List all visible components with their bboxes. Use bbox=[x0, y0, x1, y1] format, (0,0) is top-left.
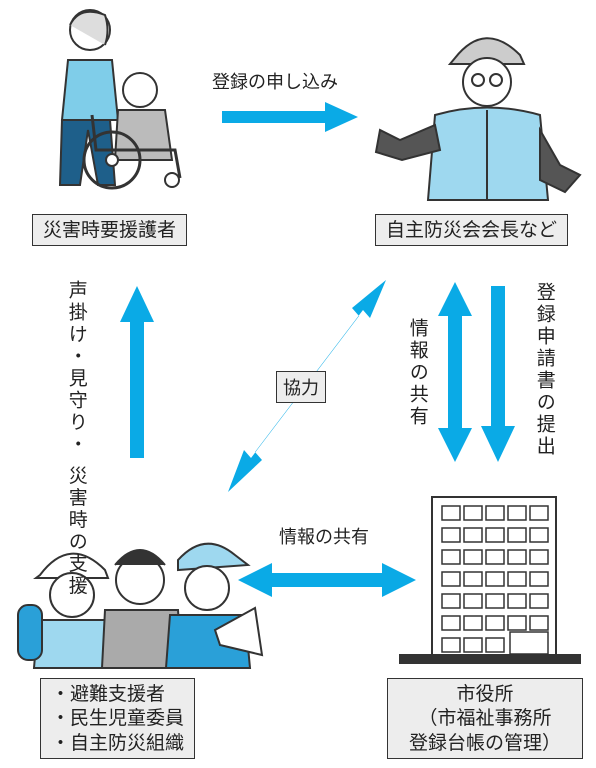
arrow-registration-request bbox=[222, 102, 358, 132]
caregiver-wheelchair-illustration bbox=[58, 9, 182, 190]
node-supporters: ・避難支援者 ・民生児童委員 ・自主防災組織 bbox=[40, 678, 196, 759]
label-registration-submit: 登録申請書の提出 bbox=[533, 282, 556, 458]
label-info-share-horizontal: 情報の共有 bbox=[279, 527, 369, 548]
supporters-illustration bbox=[17, 542, 264, 669]
label-info-share-vertical: 情報の共有 bbox=[406, 318, 429, 428]
supporters-item-evac: ・避難支援者 bbox=[51, 683, 166, 705]
label-cooperation: 協力 bbox=[276, 371, 326, 403]
node-community-leader: 自主防災会会長など bbox=[375, 214, 569, 247]
arrow-registration-submit bbox=[481, 286, 515, 462]
city-office-building-illustration bbox=[399, 496, 581, 664]
city-office-title: 市役所 bbox=[456, 683, 514, 705]
arrow-info-share-vertical bbox=[438, 282, 472, 462]
community-leader-illustration bbox=[374, 37, 582, 201]
label-support-actions-line1: 声掛け・見守り・ bbox=[65, 280, 88, 456]
node-person-in-need: 災害時要援護者 bbox=[32, 214, 188, 247]
supporters-item-disaster-org: ・自主防災組織 bbox=[51, 731, 185, 754]
supporters-item-welfare: ・民生児童委員 bbox=[51, 707, 185, 730]
arrow-info-share-horizontal bbox=[238, 563, 416, 597]
arrow-cooperation bbox=[228, 280, 386, 492]
city-office-sub1: （市福祉事務所 bbox=[418, 707, 552, 730]
label-support-actions: 声掛け・見守り・ 災害時の支援 bbox=[64, 280, 88, 597]
node-city-office: 市役所 （市福祉事務所 登録台帳の管理） bbox=[387, 678, 583, 759]
arrow-support bbox=[120, 286, 154, 458]
city-office-sub2: 登録台帳の管理） bbox=[408, 731, 561, 754]
label-registration-request: 登録の申し込み bbox=[212, 72, 338, 93]
label-support-actions-line2: 災害時の支援 bbox=[65, 465, 88, 598]
